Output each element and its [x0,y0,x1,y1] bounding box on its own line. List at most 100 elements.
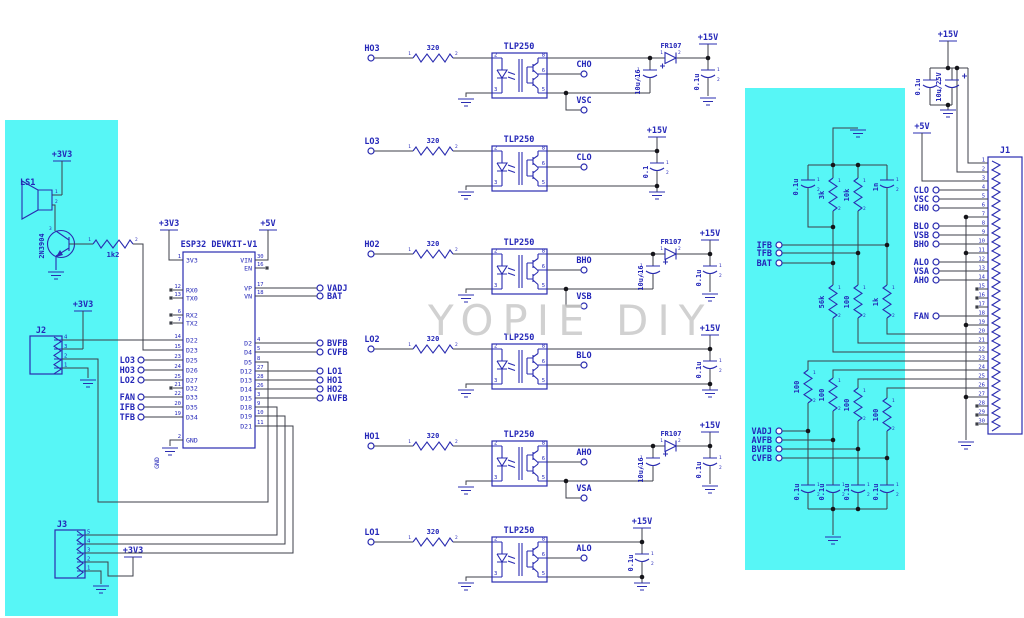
resistor-value: 320 [427,240,440,248]
power-15v-entry: +15V 0.1u 10u/25V +5V [912,30,988,182]
resistor-value: 1k [872,297,880,306]
resistor-value: 10k [843,188,851,201]
pin-name: VIN [240,257,252,265]
net-label: VSA [576,484,591,494]
bootstrap-diode [659,437,682,453]
pin-name: D2 [244,340,252,348]
optocoupler [491,144,548,192]
no-connect [169,288,173,292]
ground-symbol [457,582,475,591]
cap-value: 0.1u [695,270,703,287]
speaker-pin1: 1 [55,189,58,195]
pin-num: 6 [178,309,181,315]
net-label: VSA [914,267,929,277]
net-label: VSC [914,195,929,205]
resistor-value: 3k [818,190,826,199]
gate-resistor [407,50,459,63]
power-15v-label: +15V [700,421,720,431]
pin-name: D13 [240,377,252,385]
ground-symbol [457,486,475,495]
pin-num: 16 [257,262,264,268]
net-label: IFB [757,241,772,251]
pin-name: D4 [244,349,252,357]
transistor-pin3: 3 [49,226,52,232]
power-3v3-label: +3V3 [52,150,72,160]
j1-pin-num: 1 [982,158,985,164]
j2-pin-4: 4 [64,335,68,341]
cap-value: 10u/16 [637,265,645,290]
j2-pin-3: 3 [64,344,67,350]
chip-name: TLP250 [504,42,535,52]
no-connect [169,296,173,300]
net-label: FAN [120,393,135,403]
pin-num: 11 [257,420,264,426]
pin-num: 14 [174,334,181,340]
cap-value: 0.1u [695,462,703,479]
j3-pin-2: 2 [87,557,90,563]
net-label: LO2 [364,335,379,345]
ground-symbol [648,191,666,200]
j1-pin-num: 10 [978,239,985,245]
j3-pin-3: 3 [87,548,90,554]
pin-name: RX0 [186,287,198,295]
net-label: HO3 [364,44,379,54]
pin-name: EN [244,265,252,273]
no-connect [169,313,173,317]
j3-name: J3 [57,520,67,530]
ground-symbol [939,109,957,118]
ground-symbol [457,98,475,107]
net-label: BAT [757,259,772,269]
net-label: VADJ [752,427,772,437]
decoupling-cap [702,454,723,472]
decoupling-cap [649,159,670,177]
net-label: LO3 [364,137,379,147]
cap-value: 10u/25V [935,71,943,101]
cap-value: 0.1u [818,484,826,501]
net-label: TFB [757,249,772,259]
pin-num: 20 [174,401,181,407]
j1-name: J1 [1000,146,1010,156]
pin-num: 28 [257,374,264,380]
net-label: CLO [576,153,591,163]
j1-pin-num: 28 [978,401,985,407]
j1-pin-num: 16 [978,293,985,299]
opto-row-5: HO1 320 TLP250 AHO VSA 10u/16 FR107 +15V… [364,421,723,502]
net-label: CHO [914,204,929,214]
j1-pin-num: 12 [978,257,985,263]
j1-pin-num: 6 [982,203,985,209]
optocoupler [491,439,548,487]
gnd-net-label: GND [153,457,161,469]
net-label: AHO [576,448,591,458]
cap-value: 10u/16 [637,457,645,482]
resistor-value: 320 [427,528,440,536]
pin-num: 25 [174,374,181,380]
power-15v-label: +15V [632,517,652,527]
ground-symbol [633,582,651,591]
net-label: LO1 [364,528,379,538]
pin-name: D22 [186,337,198,345]
opto-row-4: LO2 320 TLP250 BLO +15V 0.1u [364,324,723,398]
cap-value: 1n [872,183,880,191]
resistor-value: 100 [843,399,851,412]
pin-num: 2 [178,434,181,440]
j1-pin-num: 26 [978,383,985,389]
net-label: BAT [327,292,342,302]
ground-symbol [457,389,475,398]
diode-value: FR107 [660,238,681,246]
pin-num: 26 [257,383,264,389]
net-label: BLO [914,222,929,232]
j1-pin-num: 4 [982,185,986,191]
pin-name: D23 [186,347,198,355]
bulk-cap [938,72,968,94]
pin-num: 12 [174,284,181,290]
pin-name: D12 [240,368,252,376]
pin-name: D5 [244,359,252,367]
j1-pin-num: 23 [978,356,985,362]
diode-value: FR107 [660,42,681,50]
j1-pin-num: 7 [982,212,985,218]
pin-num: 30 [257,254,264,260]
pin-name: TX2 [186,320,198,328]
pin-num: 27 [257,365,264,371]
